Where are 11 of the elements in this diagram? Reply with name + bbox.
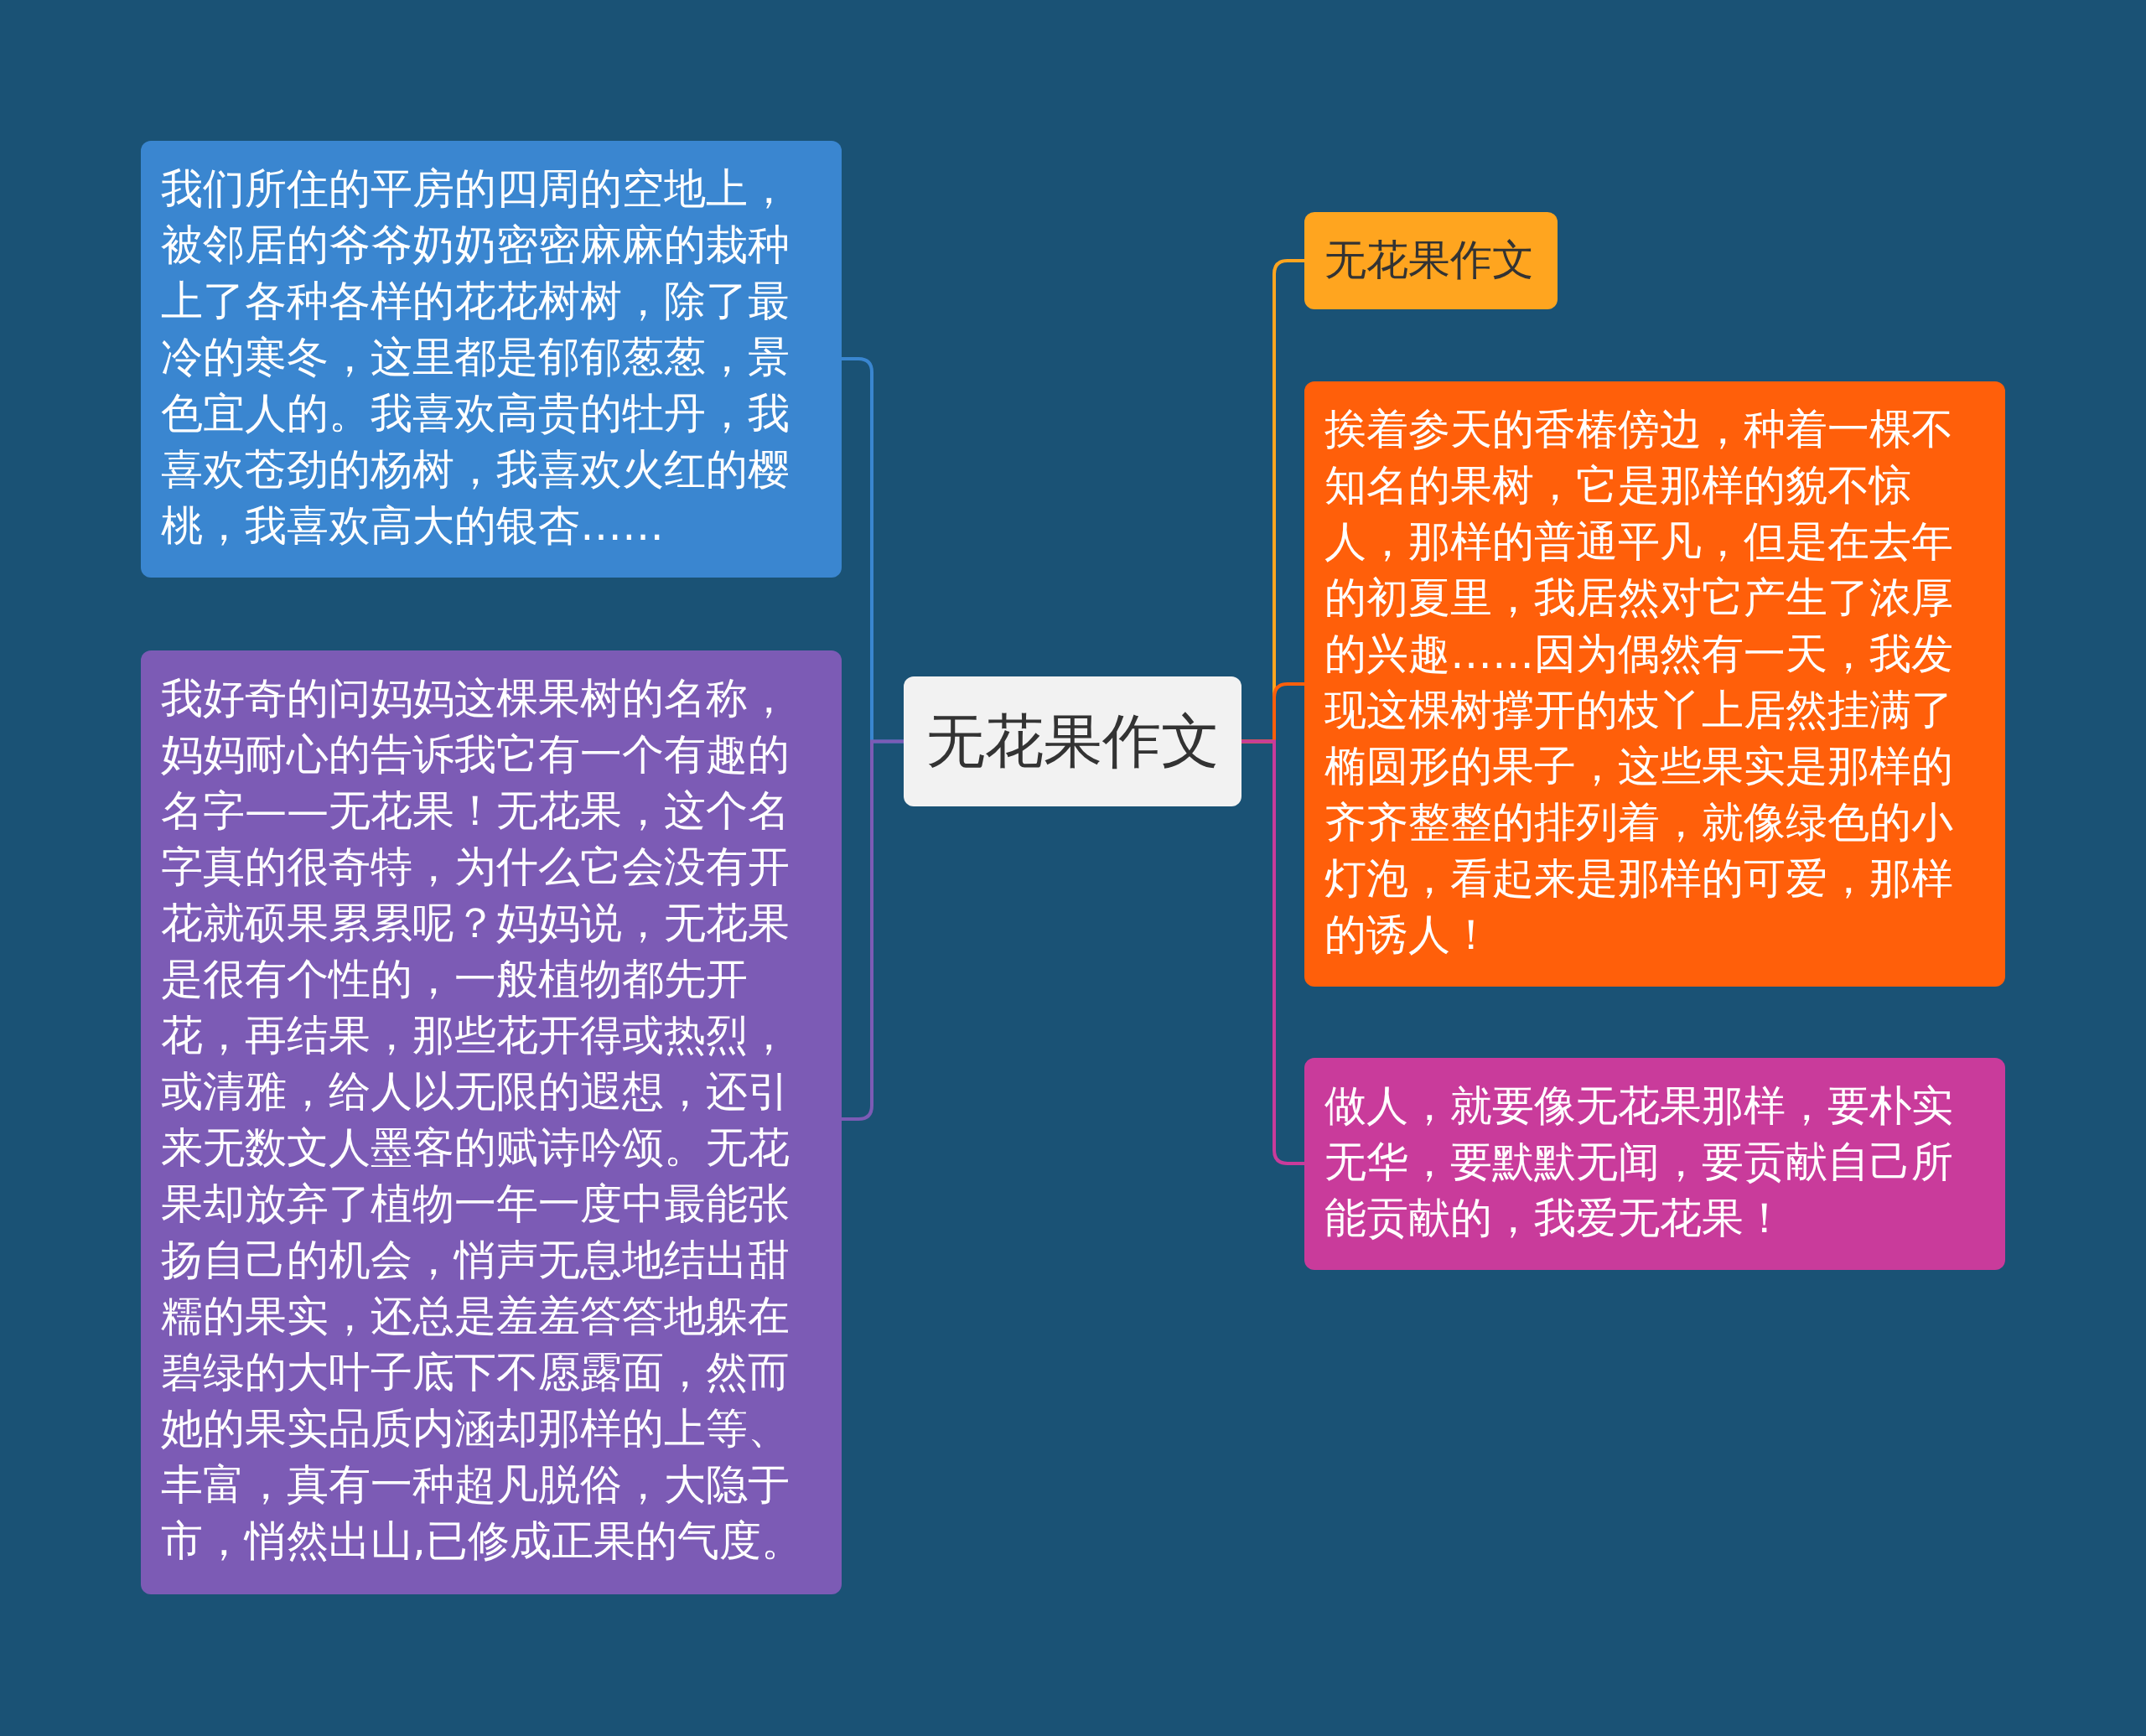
topic-card xyxy=(1304,381,2005,987)
topic-text: 做人，就要像无花果那样，要朴实无华，要默默无闻，要贡献自己所能贡献的，我爱无花果！ xyxy=(1324,1080,1954,1244)
topic-text: 挨着参天的香椿傍边，种着一棵不知名的果树，它是那样的貌不惊人，那样的普通平凡，但是在去年的初夏里，我居然对它产生了浓厚的兴趣……因为偶然有一天，我发现这棵树撑开的枝丫上居然挂满了椭圆形的果子，这些果实是那样的齐齐整整的排列着，就像绿色的小灯泡，看起来是那样的可爱，那样的诱人！ xyxy=(1324,404,1954,961)
topic-card xyxy=(1304,1058,2005,1270)
topic-text: 无花果作文 xyxy=(1324,235,1535,286)
topic-card xyxy=(1304,212,1558,309)
central-topic xyxy=(904,676,1241,806)
topic-title: 无花果作文 xyxy=(925,713,1220,770)
topic-text: 我好奇的问妈妈这棵果树的名称，妈妈耐心的告诉我它有一个有趣的名字——无花果！无花果，这个名字真的很奇特，为什么它会没有开花就硕果累累呢？妈妈说，无花果是很有个性的，一般植物都先开花，再结果，那些花开得或热烈，或清雅，给人以无限的遐想，还引来无数文人墨客的赋诗吟颂。无花果却放弃了植物一年一度中最能张扬自己的机会，悄声无息地结出甜糯的果实，还总是羞羞答答地躲在碧绿的大叶子底下不愿露面，然而她的果实品质内涵却那样的上等、丰富，真有一种超凡脱俗，大隐于市，悄然出山,已修成正果的气度。 xyxy=(161,673,804,1567)
topic-card xyxy=(141,141,842,578)
topic-text: 我们所住的平房的四周的空地上，被邻居的爷爷奶奶密密麻麻的栽种上了各种各样的花花树树，除了最冷的寒冬，这里都是郁郁葱葱，景色宜人的。我喜欢高贵的牡丹，我喜欢苍劲的杨树，我喜欢火红的樱桃，我喜欢高大的银杏…… xyxy=(161,163,790,552)
